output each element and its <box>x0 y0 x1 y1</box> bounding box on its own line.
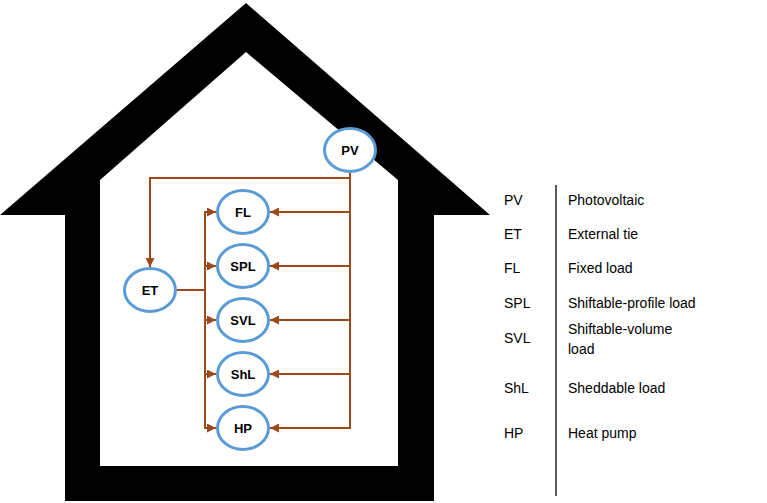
power-flow-arrow <box>270 173 350 428</box>
node-label: SPL <box>230 260 255 273</box>
node-label: ShL <box>231 368 256 381</box>
load-circle: PV <box>323 127 377 173</box>
node-label: FL <box>235 206 251 219</box>
load-circle: SPL <box>216 243 270 289</box>
key-abbreviation: SPL <box>504 293 530 313</box>
key-definition: External tie <box>568 224 638 244</box>
power-flow-arrow <box>270 173 350 266</box>
node-label: PV <box>341 144 358 157</box>
house-shape <box>0 3 490 501</box>
key-definition: Sheddable load <box>568 378 665 398</box>
node-label: HP <box>234 422 252 435</box>
key-abbreviation: FL <box>504 258 520 278</box>
key-definition: Fixed load <box>568 258 633 278</box>
key-abbreviation: HP <box>504 423 523 443</box>
circle-shape <box>218 407 269 450</box>
key-abbreviation: PV <box>504 190 523 210</box>
key-abbreviation: SVL <box>504 328 530 348</box>
power-flow-arrow <box>270 173 350 212</box>
key-definition: Shiftable-profile load <box>568 293 696 313</box>
power-flow-arrow <box>177 212 216 290</box>
key-definition: Photovoltaic <box>568 190 644 210</box>
load-circle: HP <box>216 405 270 451</box>
node-label: ET <box>142 284 159 297</box>
power-flow-arrow <box>177 290 216 428</box>
circle-shape <box>218 245 269 288</box>
key-abbreviation: ET <box>504 224 522 244</box>
power-flow-arrow <box>270 173 350 320</box>
key-definition: Shiftable-volume load <box>568 319 698 360</box>
circle-shape <box>218 299 269 342</box>
node-label: SVL <box>230 314 255 327</box>
circle-shape <box>218 353 269 396</box>
circle-shape <box>218 191 269 234</box>
key-abbreviation: ShL <box>504 378 529 398</box>
load-circle: SVL <box>216 297 270 343</box>
load-circle: ShL <box>216 351 270 397</box>
circle-shape <box>325 129 376 172</box>
table-divider <box>555 185 556 496</box>
circle-shape <box>125 269 176 312</box>
power-flow-arrow <box>177 290 216 374</box>
key-definition: Heat pump <box>568 423 636 443</box>
power-flow-arrow <box>177 290 216 320</box>
power-flow-arrow <box>270 173 350 374</box>
power-flow-arrow <box>177 266 216 290</box>
load-circle: ET <box>123 267 177 313</box>
load-circle: FL <box>216 189 270 235</box>
